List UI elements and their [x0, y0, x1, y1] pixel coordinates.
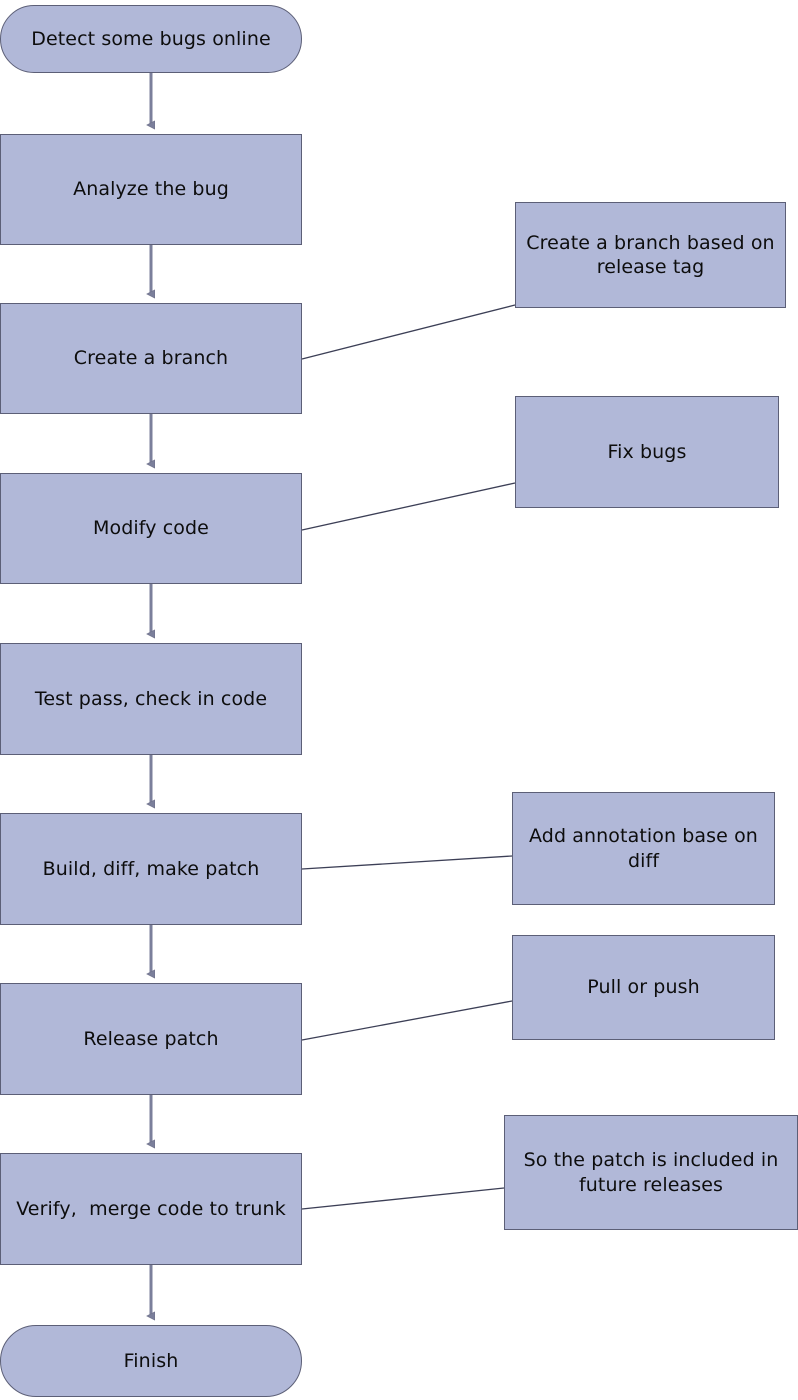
- line-build-ann: [301, 855, 513, 870]
- flow-node-testpass: Test pass, check in code: [0, 643, 302, 755]
- node-label: Test pass, check in code: [34, 687, 268, 710]
- annotation-box-ann-fix: Fix bugs: [515, 396, 779, 508]
- node-label: Create a branch: [73, 347, 229, 370]
- annotation-box-ann-branch: Create a branch based on release tag: [515, 202, 786, 308]
- node-label: Fix bugs: [607, 440, 687, 463]
- node-label: Finish: [123, 1349, 179, 1372]
- flow-node-analyze: Analyze the bug: [0, 134, 302, 245]
- annotation-box-ann-pull: Pull or push: [512, 935, 775, 1040]
- annotation-box-ann-future: So the patch is included in future relea…: [504, 1115, 798, 1230]
- node-label: So the patch is included in future relea…: [523, 1149, 785, 1196]
- node-label: Pull or push: [587, 976, 700, 999]
- node-label: Create a branch based on release tag: [526, 231, 781, 278]
- flow-node-modify: Modify code: [0, 473, 302, 584]
- flow-node-detect: Detect some bugs online: [0, 5, 302, 73]
- node-label: Modify code: [93, 517, 209, 540]
- node-label: Analyze the bug: [73, 178, 229, 201]
- flow-node-build: Build, diff, make patch: [0, 813, 302, 925]
- line-branch-ann: [301, 304, 516, 360]
- line-release-ann: [301, 1000, 513, 1041]
- node-label: Release patch: [83, 1027, 219, 1050]
- line-modify-ann: [301, 482, 516, 531]
- node-label: Add annotation base on diff: [529, 825, 765, 872]
- flow-node-finish: Finish: [0, 1325, 302, 1397]
- flow-node-branch: Create a branch: [0, 303, 302, 414]
- flow-node-release: Release patch: [0, 983, 302, 1095]
- line-verify-ann: [301, 1187, 505, 1210]
- node-label: Build, diff, make patch: [42, 857, 260, 880]
- annotation-connectors: [301, 304, 516, 1210]
- node-label: Verify, merge code to trunk: [16, 1197, 286, 1220]
- annotation-box-ann-diff: Add annotation base on diff: [512, 792, 775, 905]
- flow-node-verify: Verify, merge code to trunk: [0, 1153, 302, 1265]
- node-label: Detect some bugs online: [31, 27, 271, 50]
